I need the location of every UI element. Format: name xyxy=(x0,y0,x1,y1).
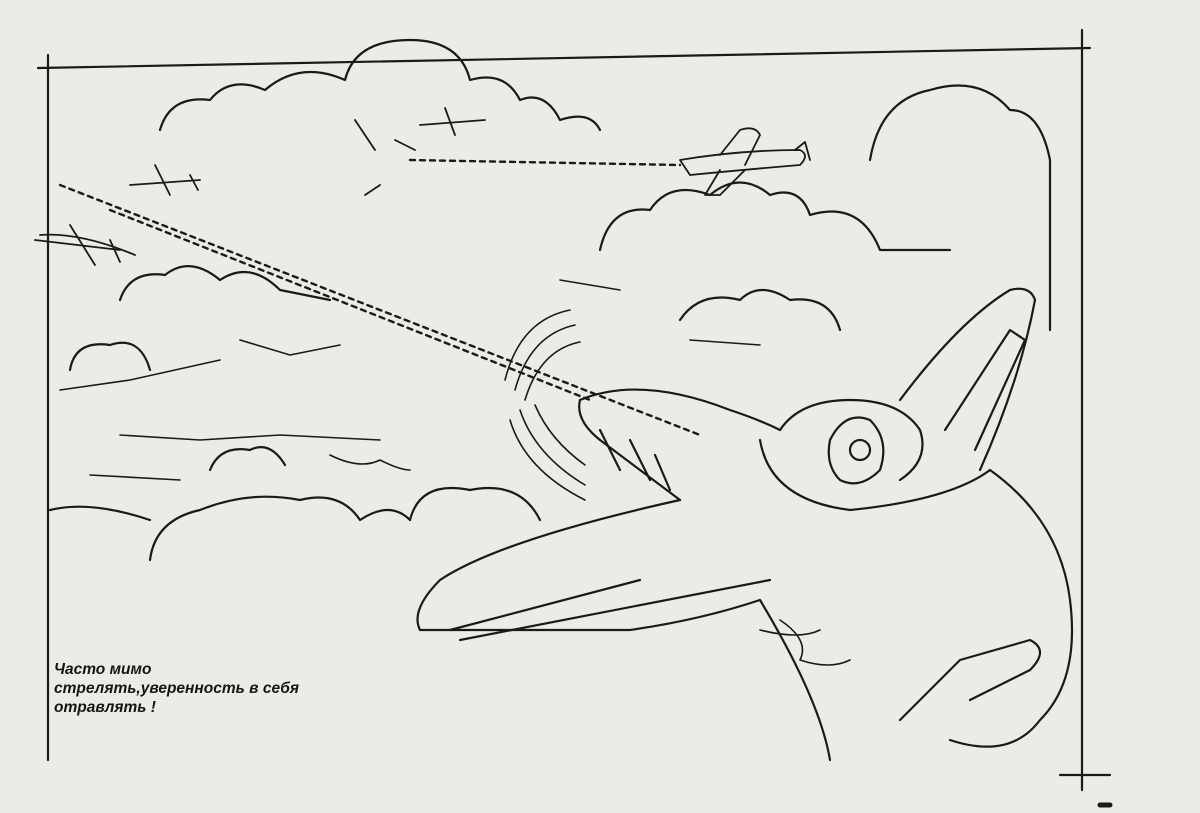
caption-line-3: отравлять ! xyxy=(54,699,156,716)
caption-line-1: Часто мимо xyxy=(54,661,152,678)
fighter-plane xyxy=(416,287,1074,762)
clouds xyxy=(48,38,1052,562)
caption: Часто мимо стрелять,уверенность в себя о… xyxy=(54,660,354,717)
tracer-lines xyxy=(58,158,702,437)
enemy-planes xyxy=(34,107,811,266)
landscape-strokes xyxy=(59,279,851,666)
frame-lines xyxy=(36,28,1113,808)
caption-line-2: стрелять,уверенность в себя xyxy=(54,680,299,697)
propeller-arcs xyxy=(504,309,586,501)
